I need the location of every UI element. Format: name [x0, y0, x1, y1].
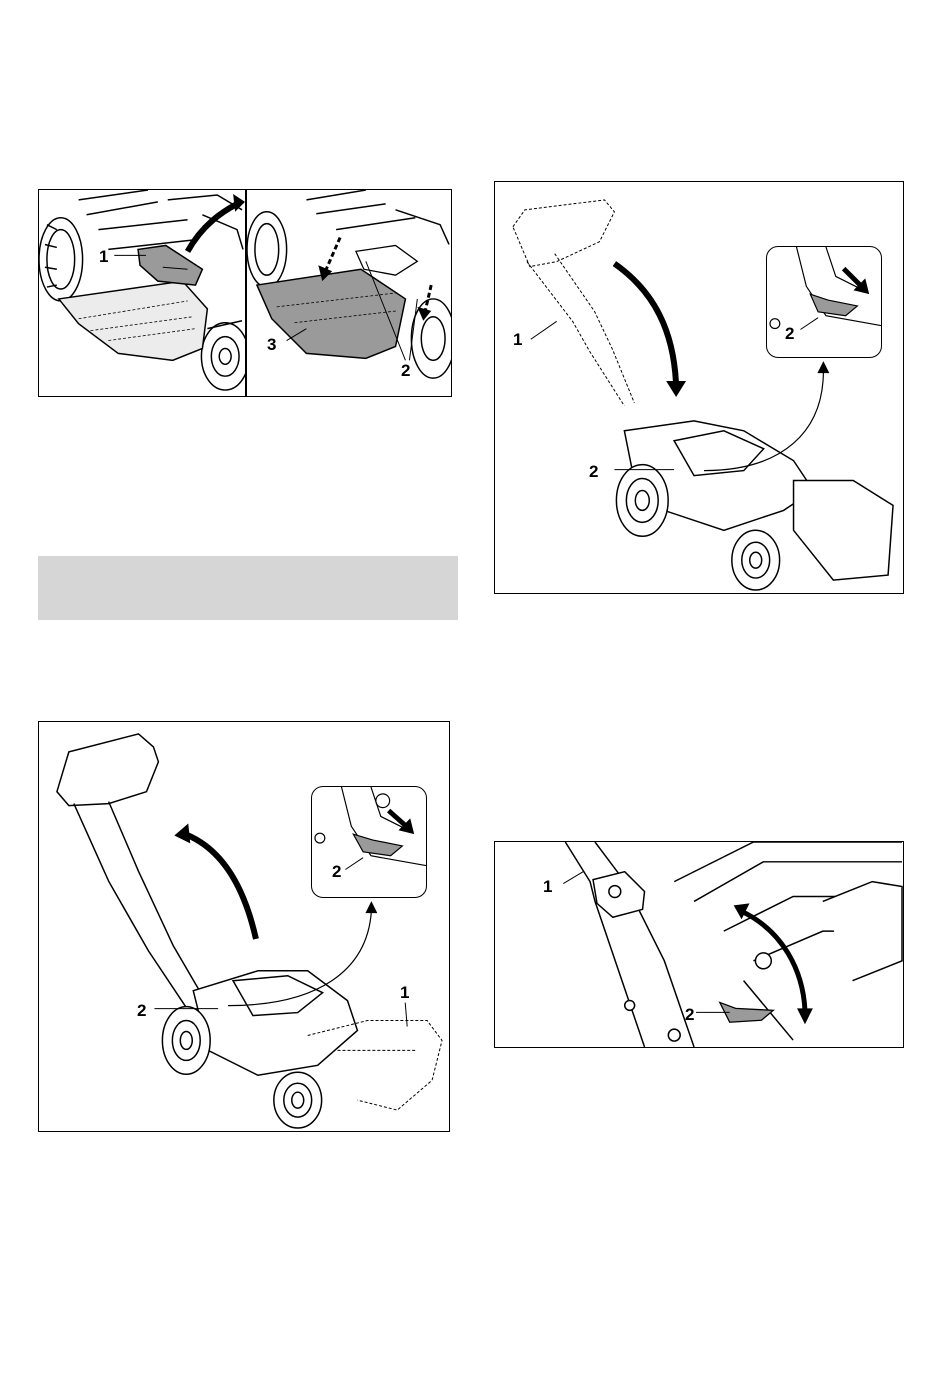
callout-1: 1: [543, 878, 552, 895]
figure-b-inset: 2: [766, 246, 882, 358]
callout-2: 2: [401, 362, 410, 379]
section-divider-bar: [38, 556, 458, 620]
callout-1: 1: [513, 331, 522, 348]
figure-a-right-illustration: [247, 190, 451, 396]
figure-b-illustration: [495, 182, 903, 593]
callout-2: 2: [589, 463, 598, 480]
figure-a-left-panel: 1: [38, 189, 246, 397]
figure-c-inset-illustration: [312, 787, 426, 897]
figure-a-right-panel: 3 2: [246, 189, 452, 397]
callout-2-inset: 2: [785, 325, 794, 342]
figure-c-inset: 2: [311, 786, 427, 898]
figure-b-panel: 1 2: [494, 181, 904, 594]
callout-2-inset: 2: [332, 863, 341, 880]
figure-a-left-illustration: [39, 190, 245, 396]
callout-1: 1: [400, 984, 409, 1001]
callout-1: 1: [99, 248, 108, 265]
figure-c-illustration: [39, 722, 449, 1131]
figure-c-panel: 2 1: [38, 721, 450, 1132]
figure-d-illustration: [495, 842, 903, 1047]
figure-d-panel: 1 2: [494, 841, 904, 1048]
callout-2: 2: [685, 1006, 694, 1023]
callout-2: 2: [137, 1002, 146, 1019]
callout-3: 3: [267, 336, 276, 353]
